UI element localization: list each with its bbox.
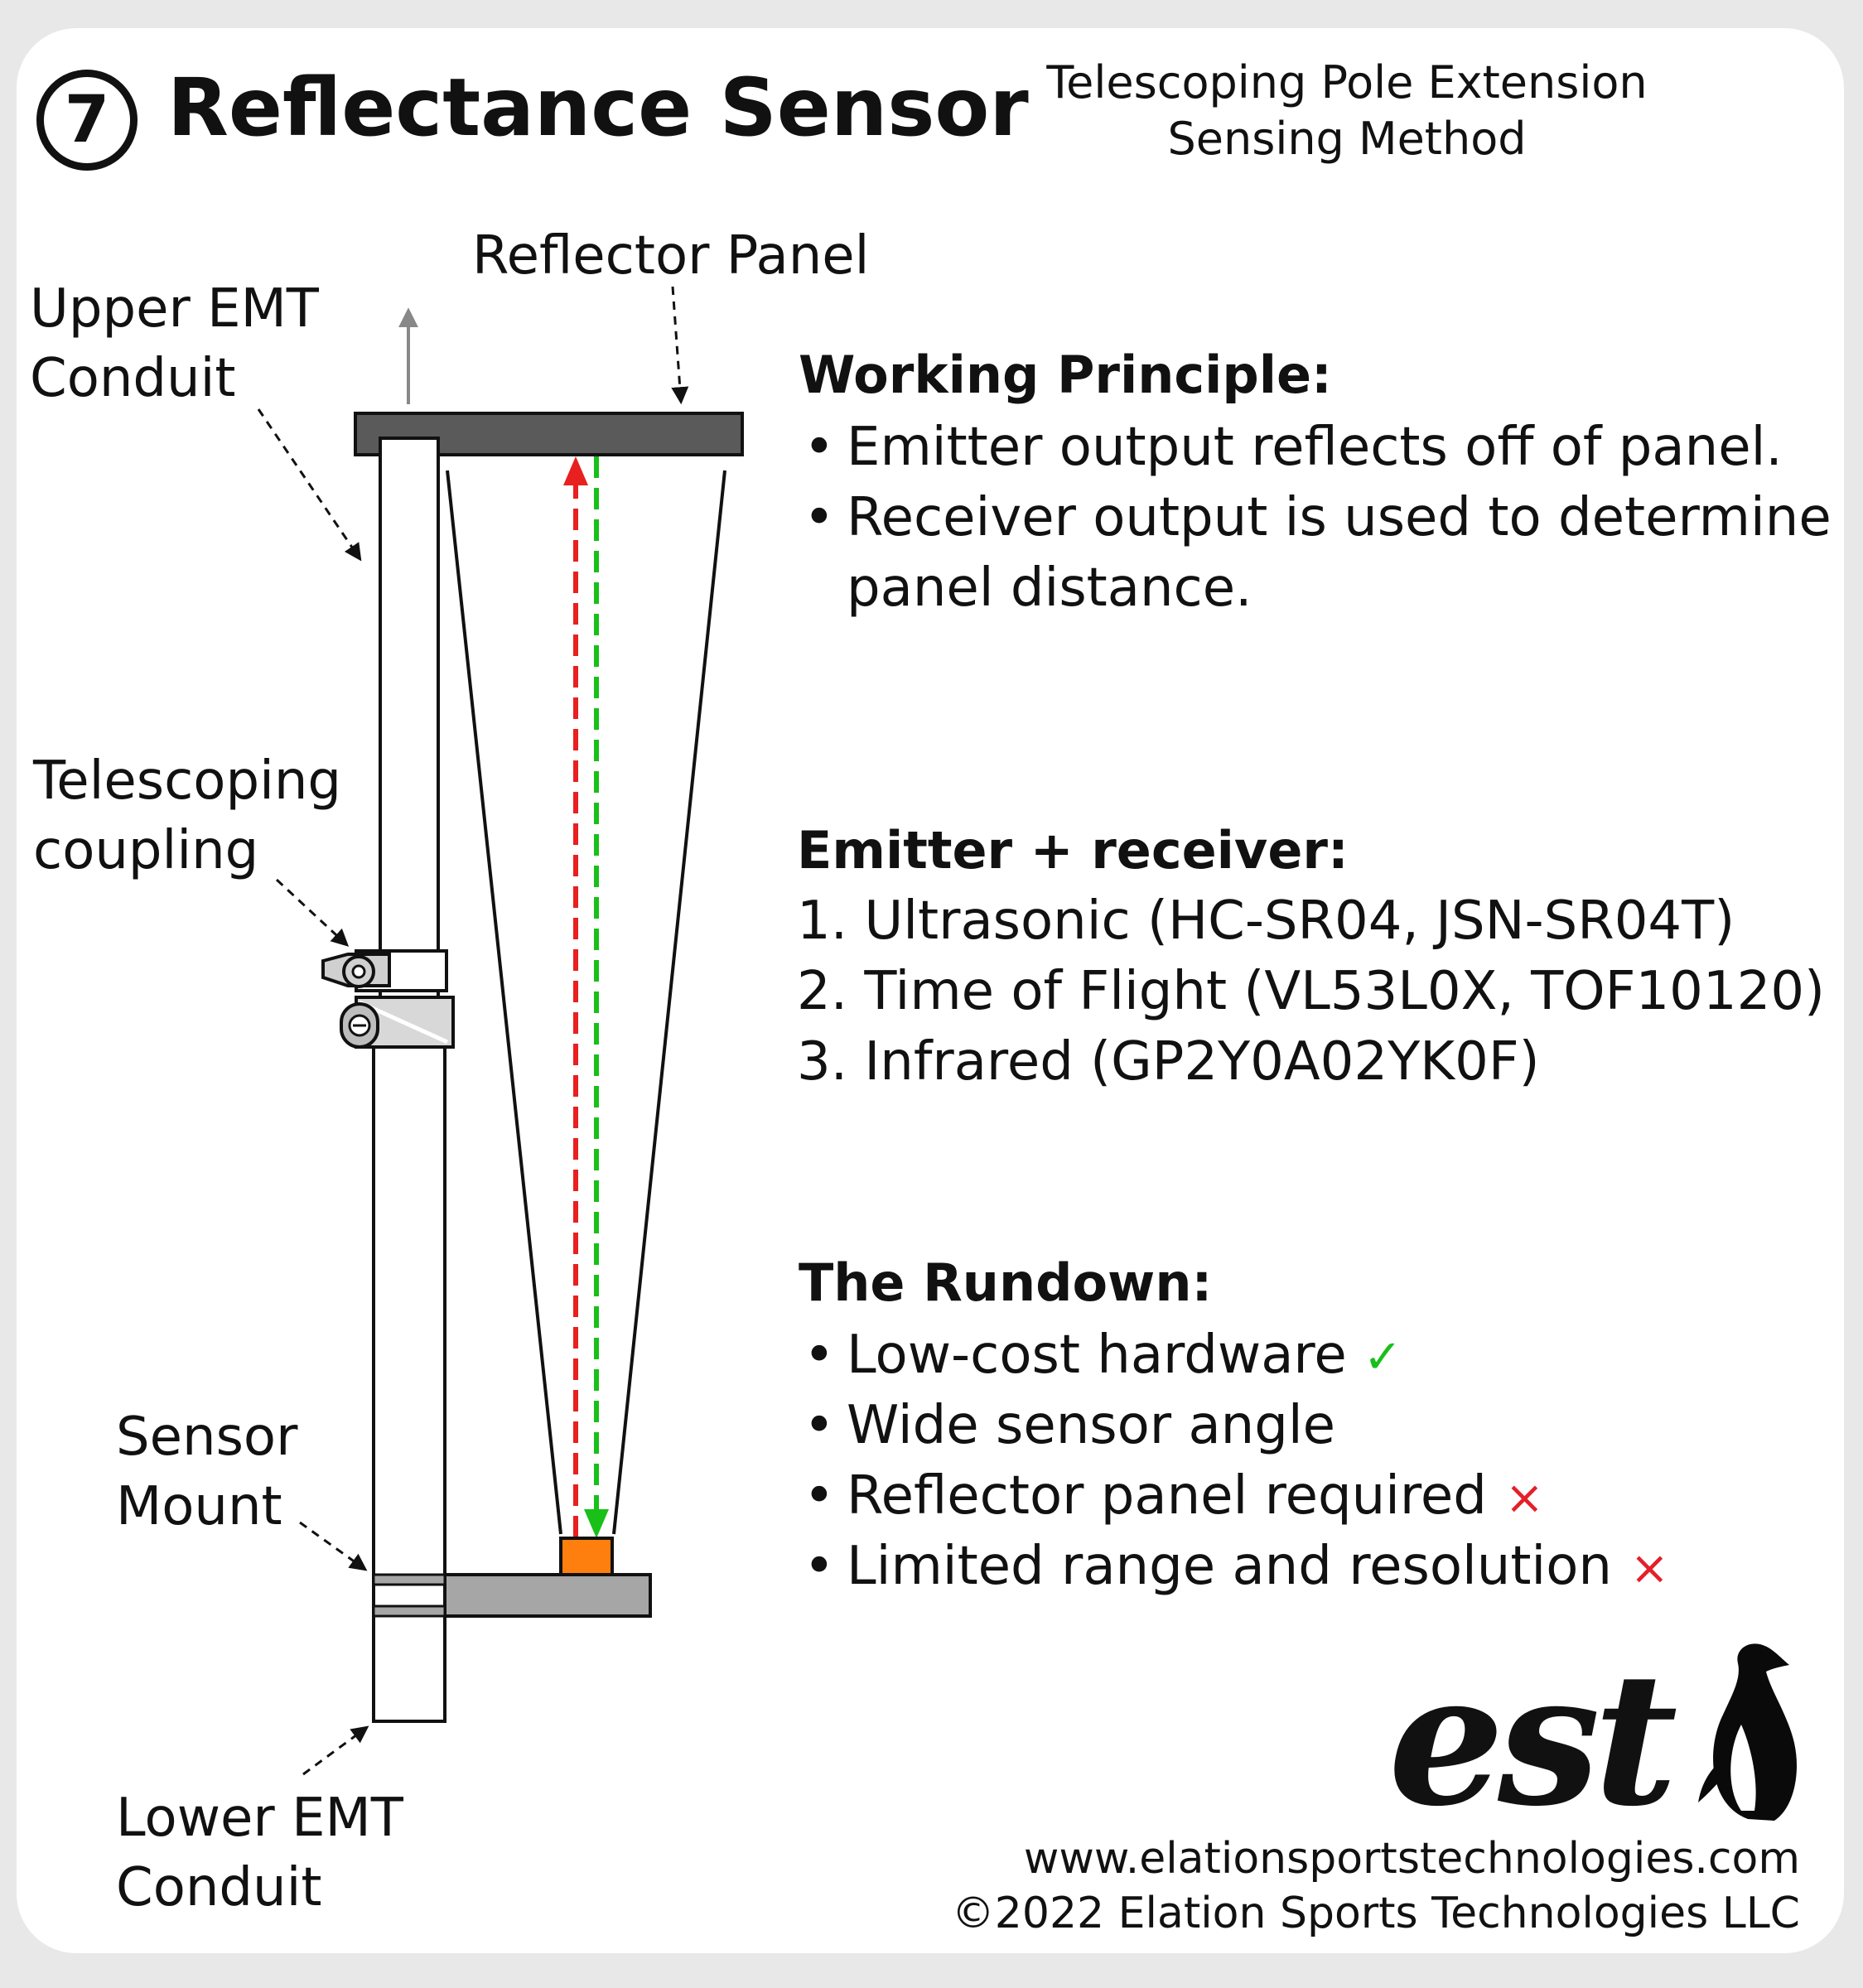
working-principle-bullet-1: Emitter output reflects off of panel. (804, 413, 1783, 483)
sensor-mount-bar (443, 1573, 652, 1618)
reflector-panel-pointer (671, 286, 689, 405)
lower-emt-pointer (302, 1725, 369, 1776)
receiver-beam-arrowhead (584, 1509, 609, 1538)
working-principle-bullet-2-cont: panel distance. (847, 557, 1252, 619)
upper-emt-label-line1: Upper EMT (30, 278, 319, 340)
emitter-receiver-item-3: 3. Infrared (GP2Y0A02YK0F) (797, 1031, 1540, 1093)
emitter-beam-arrowhead (563, 456, 588, 485)
telescoping-coupling-pointer (275, 878, 350, 947)
sensor-mount-pointer (299, 1521, 368, 1571)
telescoping-coupling-label-line2: coupling (33, 820, 259, 881)
rundown-heading: The Rundown: (799, 1252, 1213, 1313)
rundown-item-2: Wide sensor angle (804, 1391, 1335, 1461)
emitter-receiver-item-2: 2. Time of Flight (VL53L0X, TOF10120) (797, 961, 1825, 1022)
website-url: www.elationsportstechnologies.com (1023, 1834, 1800, 1884)
telescoping-coupling (321, 949, 455, 1049)
upper-emt-label-line2: Conduit (30, 348, 236, 409)
page-title: Reflectance Sensor (167, 61, 1029, 154)
sensor-fov-right (612, 470, 726, 1535)
checkmark-icon: ✓ (1363, 1330, 1402, 1384)
copyright-notice: ©2022 Elation Sports Technologies LLC (951, 1889, 1800, 1938)
sensor-mount-clamp-bottom (372, 1604, 446, 1618)
page-subtitle: Telescoping Pole Extension Sensing Metho… (1046, 56, 1648, 165)
rundown-item-4: Limited range and resolution× (804, 1532, 1669, 1604)
sensor-mount-label-line1: Sensor (116, 1407, 298, 1468)
lower-emt-label-line2: Conduit (116, 1857, 322, 1918)
emitter-receiver-sensor (559, 1537, 614, 1576)
step-number-badge: 7 (36, 70, 138, 171)
cross-icon: × (1629, 1542, 1669, 1595)
telescoping-coupling-label-line1: Telescoping (33, 750, 342, 812)
working-principle-heading: Working Principle: (799, 345, 1332, 405)
working-principle-bullet-2: Receiver output is used to determine (804, 483, 1832, 553)
lower-emt-conduit (372, 1038, 446, 1723)
emitter-receiver-item-1: 1. Ultrasonic (HC-SR04, JSN-SR04T) (797, 890, 1735, 952)
reflector-panel-label: Reflector Panel (472, 225, 870, 287)
card-background (17, 28, 1844, 1953)
sensor-mount-label-line2: Mount (116, 1476, 282, 1537)
penguin-logo-icon (1698, 1643, 1797, 1821)
emitter-receiver-heading: Emitter + receiver: (797, 820, 1349, 881)
rundown-item-3: Reflector panel required× (804, 1461, 1544, 1533)
rundown-item-1: Low-cost hardware✓ (804, 1320, 1402, 1392)
lower-emt-label-line1: Lower EMT (116, 1788, 403, 1849)
est-logo: est (1388, 1632, 1677, 1846)
sensor-fov-left (446, 470, 562, 1535)
upper-emt-pointer (257, 408, 362, 562)
cross-icon: × (1504, 1471, 1544, 1525)
sensor-mount-clamp-top (372, 1573, 446, 1586)
